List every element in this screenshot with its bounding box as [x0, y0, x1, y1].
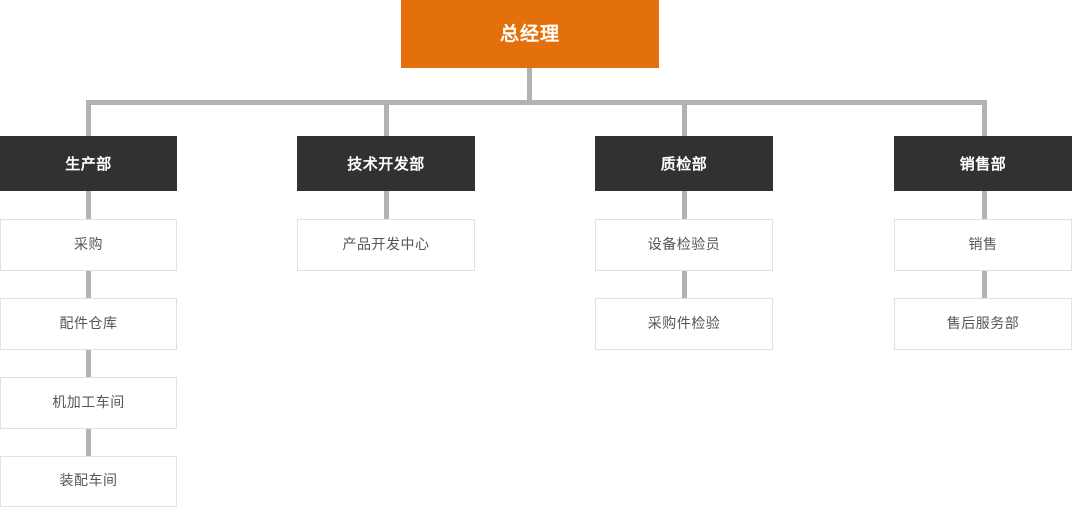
org-node-production-child-3[interactable]: 机加工车间 [0, 377, 177, 429]
connector-col1-link-2 [86, 271, 91, 298]
org-node-production-child-1[interactable]: 采购 [0, 219, 177, 271]
org-node-department-production[interactable]: 生产部 [0, 136, 177, 191]
connector-dept-stem-1 [86, 100, 91, 136]
org-node-technology-child-1[interactable]: 产品开发中心 [297, 219, 475, 271]
connector-dept-stem-2 [384, 100, 389, 136]
connector-dept-stem-3 [682, 100, 687, 136]
org-node-sales-child-2[interactable]: 售后服务部 [894, 298, 1072, 350]
org-node-quality-child-1[interactable]: 设备检验员 [595, 219, 773, 271]
connector-col3-link-2 [682, 271, 687, 298]
connector-col1-link-4 [86, 429, 91, 456]
org-node-production-child-2[interactable]: 配件仓库 [0, 298, 177, 350]
org-node-department-quality[interactable]: 质检部 [595, 136, 773, 191]
org-node-quality-child-2[interactable]: 采购件检验 [595, 298, 773, 350]
connector-col4-link-2 [982, 271, 987, 298]
connector-col2-link-1 [384, 191, 389, 219]
org-node-root[interactable]: 总经理 [401, 0, 659, 68]
connector-col1-link-1 [86, 191, 91, 219]
org-node-production-child-4[interactable]: 装配车间 [0, 456, 177, 507]
org-node-sales-child-1[interactable]: 销售 [894, 219, 1072, 271]
connector-dept-stem-4 [982, 100, 987, 136]
org-node-department-sales[interactable]: 销售部 [894, 136, 1072, 191]
connector-col3-link-1 [682, 191, 687, 219]
connector-root-stem [527, 68, 532, 105]
connector-col4-link-1 [982, 191, 987, 219]
connector-col1-link-3 [86, 350, 91, 377]
connector-horizontal-bus [86, 100, 987, 105]
org-node-department-technology[interactable]: 技术开发部 [297, 136, 475, 191]
